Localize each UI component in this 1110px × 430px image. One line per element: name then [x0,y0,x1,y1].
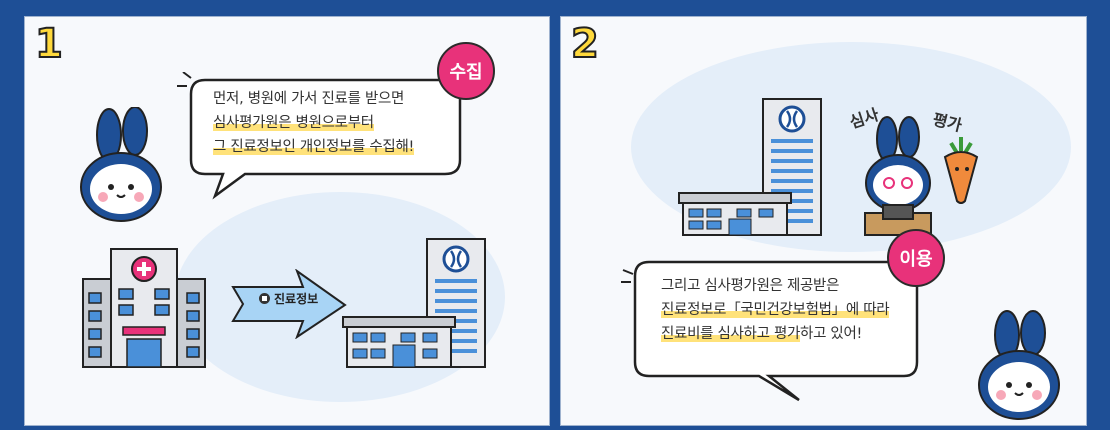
carrot-character-icon [943,137,979,204]
office-building-icon [342,238,486,368]
hospital-icon [82,248,206,368]
tag-use: 이용 [887,229,945,287]
step-number-text: 1 [35,21,63,65]
arrow-label: 진료정보 [259,290,318,307]
tag-collect: 수집 [437,42,495,100]
rabbit-mascot-icon [80,107,162,222]
speech-text: 그리고 심사평가원은 제공받은 진료정보로「국민건강보험법」에 따라 진료비를 … [661,274,890,346]
rabbit-at-desk-icon [864,116,932,236]
speech-line-1: 그리고 심사평가원은 제공받은 [661,278,840,294]
step-number-2: 2 [570,21,600,65]
speech-line-3-rest: 하고 있어! [800,326,863,342]
step-number-1: 1 [34,21,64,65]
speech-line-1: 먼저, 병원에 가서 진료를 받으면 [213,91,405,107]
arrow-label-text: 진료정보 [274,292,319,306]
office-building-icon [678,98,822,236]
speech-line-2: 진료정보로「국민건강보험법」에 따라 [661,302,890,318]
panel-collect: 1 먼저, 병원에 가서 진료를 받으면 심사평가원은 병원으로부터 그 진료정… [24,16,550,426]
document-icon [259,293,270,304]
speech-line-3-highlight: 진료비를 심사하고 평가 [661,326,801,342]
speech-line-3: 그 진료정보인 개인정보를 수집해! [213,139,414,155]
speech-text: 먼저, 병원에 가서 진료를 받으면 심사평가원은 병원으로부터 그 진료정보인… [213,87,414,159]
step-number-text: 2 [571,21,599,65]
arrow-right-icon [231,269,347,339]
speech-line-2: 심사평가원은 병원으로부터 [213,115,374,131]
rabbit-mascot-icon [978,310,1060,420]
panel-use: 2 심사 평가 [560,16,1087,426]
